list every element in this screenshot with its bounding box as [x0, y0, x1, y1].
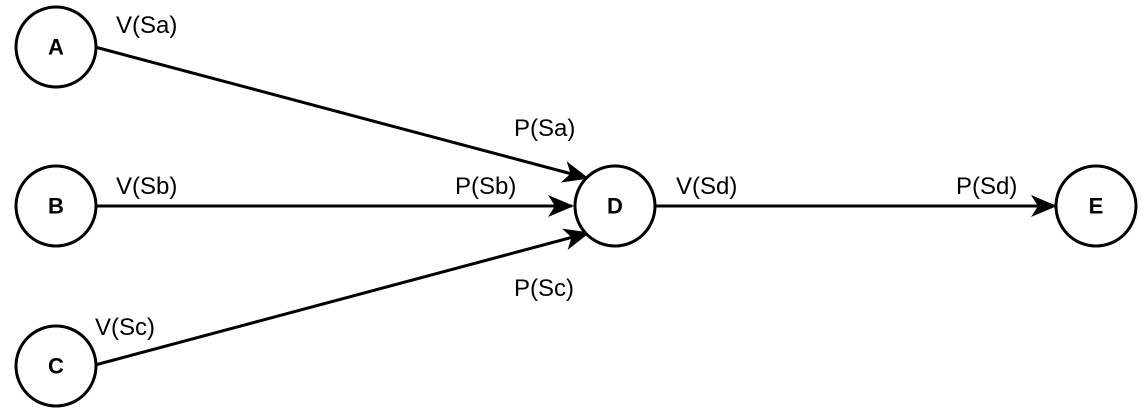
node-c-circle	[14, 324, 98, 408]
edge-a-to-d	[94, 45, 589, 183]
edge-label-c-target: P(Sc)	[514, 275, 574, 302]
node-a-circle	[14, 5, 98, 89]
node-b-circle	[14, 164, 98, 248]
node-b: B	[14, 164, 98, 248]
edge-label-b-target: P(Sb)	[455, 173, 516, 200]
edge-label-d-source: V(Sd)	[676, 173, 737, 200]
edge-line-a-d	[94, 45, 589, 183]
edge-line-c-d	[94, 228, 590, 367]
node-d: D	[573, 164, 657, 248]
node-a-label: A	[48, 35, 64, 60]
node-d-circle	[573, 164, 657, 248]
edge-label-b-source: V(Sb)	[116, 173, 177, 200]
edge-label-d-target: P(Sd)	[956, 173, 1017, 200]
node-c: C	[14, 324, 98, 408]
node-c-label: C	[48, 354, 64, 379]
node-e-circle	[1054, 164, 1138, 248]
node-e-label: E	[1089, 194, 1104, 219]
node-a: A	[14, 5, 98, 89]
node-e: E	[1054, 164, 1138, 248]
node-b-label: B	[48, 194, 64, 219]
edge-label-a-source: V(Sa)	[116, 12, 177, 39]
node-d-label: D	[607, 194, 623, 219]
edge-c-to-d	[94, 228, 590, 367]
edge-label-c-source: V(Sc)	[95, 314, 155, 341]
edge-label-a-target: P(Sa)	[514, 115, 575, 142]
